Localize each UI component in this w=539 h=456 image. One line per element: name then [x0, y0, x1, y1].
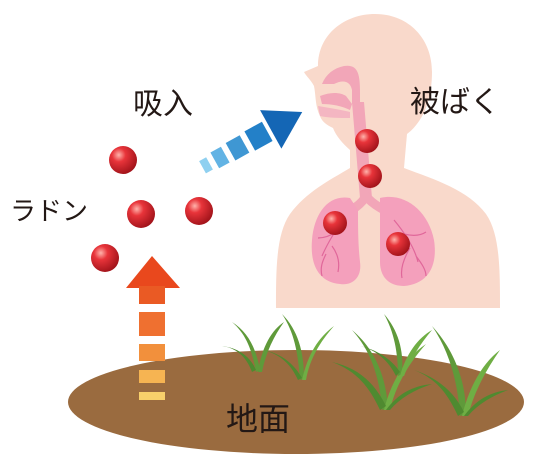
- radon-particle-middle: [127, 200, 155, 228]
- radon-particle-right: [185, 197, 213, 225]
- dashed-diagonal-arrow-icon: [192, 93, 313, 187]
- ground-label: 地面: [226, 403, 290, 435]
- particle-throat: [355, 129, 379, 153]
- inhalation-label: 吸入: [133, 90, 193, 120]
- exposure-label: 被ばく: [410, 88, 500, 118]
- radon-label: ラドン: [10, 199, 88, 225]
- particle-right-lung: [386, 232, 410, 256]
- radon-particle-top: [109, 146, 137, 174]
- particle-left-lung: [323, 211, 347, 235]
- particle-trachea: [358, 164, 382, 188]
- radon-particle-bottom: [91, 244, 119, 272]
